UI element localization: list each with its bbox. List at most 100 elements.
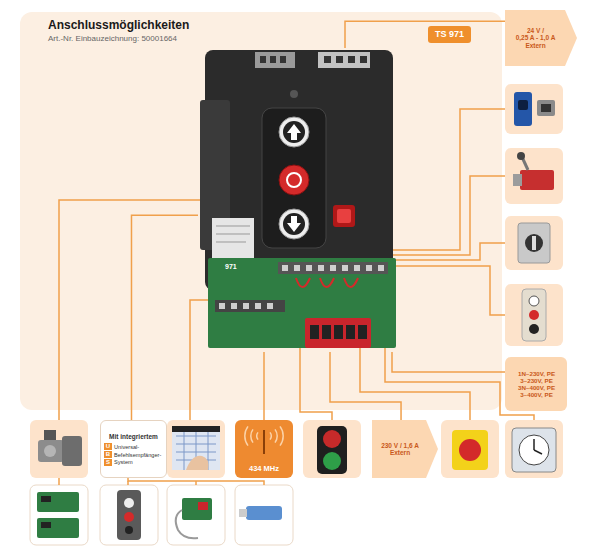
bus-board-icons: [37, 492, 79, 538]
controller-illustration: [334, 325, 343, 339]
radio-wave: [257, 432, 258, 439]
emergency-stop-icon: [459, 439, 481, 461]
controller-illustration: [346, 325, 355, 339]
motor-icon: [38, 430, 82, 466]
traffic-light-icon: [317, 426, 347, 474]
controller-illustration: [310, 325, 319, 339]
leader-lines: [128, 478, 264, 485]
push-button-icon: [522, 289, 546, 341]
leader-line: [345, 21, 505, 48]
slack-switch-icon: [513, 174, 522, 186]
controller-illustration: [215, 300, 285, 312]
node-text: Universal-: [114, 444, 139, 450]
controller-illustration: [212, 218, 254, 258]
bus-board-icons: [37, 518, 79, 538]
background-panel: [20, 12, 502, 410]
timer-icon: [512, 428, 556, 472]
bus-board-icons: [37, 492, 79, 512]
text-row: 3~400V, PE: [520, 391, 553, 398]
usb-stick-icon: [239, 506, 282, 520]
bus-board-icons: [41, 496, 51, 502]
push-button-icon: [529, 310, 539, 320]
controller-illustration: [283, 213, 305, 235]
leader-lines: [195, 481, 197, 485]
leader-lines: [385, 109, 505, 250]
accessory-boxes: [505, 216, 563, 270]
leader-line: [131, 215, 198, 420]
photocell-icon: [518, 100, 528, 110]
photocell-icon: [537, 100, 555, 116]
safety-edge-icon: [176, 432, 216, 470]
radio-frequency-box: 434 MHz: [235, 420, 293, 478]
radio-wave: [245, 426, 248, 445]
controller-illustration: [243, 303, 249, 309]
usb-stick-icon: [239, 509, 247, 517]
controller-illustration: [280, 56, 286, 63]
radio-wave: [275, 429, 277, 442]
receiver-board-icon: [198, 502, 208, 510]
lamp-supply-arrow: 230 V / 1,6 AExtern: [372, 420, 438, 478]
accessory-boxes: [30, 84, 563, 545]
node-text: 1N~230V, PE: [518, 370, 555, 377]
emergency-stop-icon: [452, 430, 488, 470]
drawing-number: Art.-Nr. Einbauzeichnung: 50001664: [48, 34, 177, 43]
key-switch-icon: [518, 223, 550, 263]
node-text: 3N~400V, PE: [518, 384, 555, 391]
photocell-icon: [514, 92, 532, 126]
motor-icon: [38, 440, 64, 462]
radio-wave: [251, 429, 253, 442]
accessory-boxes: [235, 485, 293, 545]
text-row: BBefehlsempfänger-: [104, 451, 163, 458]
hand-transmitter-icon: [124, 512, 134, 522]
leader-lines: [360, 348, 470, 420]
node-text: Extern: [525, 42, 545, 49]
controller-illustration: [219, 303, 225, 309]
safety-edge-icon: [172, 426, 220, 470]
controller-illustration: [330, 265, 336, 271]
leader-lines: [127, 481, 129, 485]
controller-illustration: [287, 216, 301, 232]
controller-illustration: [348, 56, 355, 63]
hand-transmitter-icon: [117, 490, 141, 540]
leader-lines: [59, 200, 205, 420]
controller-illustration: [337, 209, 351, 223]
accessory-boxes: [505, 84, 563, 134]
controller-illustration: [354, 265, 360, 271]
text-row: Extern: [390, 449, 410, 456]
controller-illustration: [296, 278, 358, 287]
radio-wave: [280, 426, 283, 445]
node-text: System: [114, 459, 133, 465]
acronym-letter: B: [104, 451, 112, 458]
controller-illustration: [318, 52, 370, 68]
accessory-boxes: [30, 420, 88, 478]
accessory-boxes: [441, 420, 499, 478]
controller-illustration: [279, 117, 309, 147]
receiver-board-icon: [176, 498, 212, 538]
slack-switch-icon: [513, 152, 554, 190]
acronym-letter: S: [104, 459, 112, 466]
controller-illustration: [290, 90, 298, 98]
node-text: Mit integriertem: [109, 433, 158, 440]
radio-wave: [270, 432, 271, 439]
text-row: 24 V /: [527, 27, 544, 34]
motor-icon: [44, 430, 56, 440]
node-text: 0,25 A - 1,0 A: [516, 34, 556, 41]
controller-illustration: [287, 124, 301, 140]
traffic-light-icon: [317, 426, 347, 474]
diagram-title: Anschlussmöglichkeiten: [48, 19, 189, 33]
controller-illustration: [324, 56, 331, 63]
acronym-letter: U: [104, 443, 112, 450]
receiver-board-icon: [182, 498, 212, 520]
controller-illustration: [260, 56, 266, 63]
hand-transmitter-icon: [117, 490, 141, 540]
controller-illustration: [287, 173, 301, 187]
text-row: SSystem: [104, 459, 163, 466]
controller-illustration: [360, 56, 367, 63]
controller-illustration: [278, 262, 388, 274]
controller-illustration: [216, 234, 250, 235]
motor-icon: [62, 436, 82, 466]
controller-illustration: [270, 56, 276, 63]
photocell-icon: [541, 104, 551, 112]
